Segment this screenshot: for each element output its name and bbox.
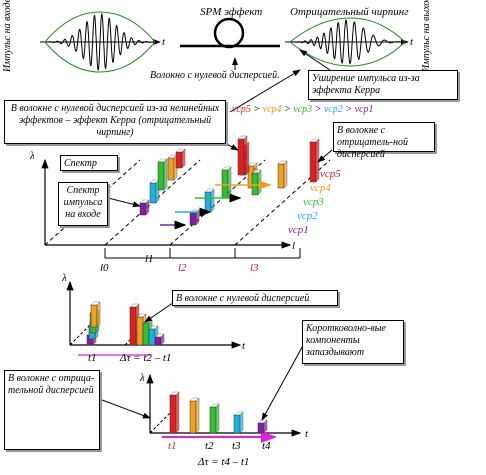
input-spectrum-label: Спектр импульса на входе — [58, 182, 108, 226]
input-pulse — [40, 11, 161, 73]
t3-low2: t3 — [232, 440, 241, 452]
t4-low2: t4 — [262, 440, 271, 452]
nu3-side: νср3 — [303, 196, 324, 208]
low2-bar-5 — [257, 419, 268, 434]
l-axis-label: l — [292, 240, 296, 252]
t-low1: t — [242, 340, 246, 352]
nu4-label: νср4 — [262, 104, 282, 115]
low1-output-bar-5 — [154, 333, 165, 346]
neg-disp-bars — [169, 391, 268, 434]
nu2-label: νср2 — [323, 104, 343, 115]
short-wave-delay-label: Коротковолно-вые компоненты запаздывают — [302, 320, 404, 364]
nu3-label: νср3 — [293, 104, 313, 115]
t-low2: t — [305, 428, 309, 440]
spectrum-bar-input-5 — [175, 148, 186, 169]
low1-input-bar-4 — [90, 301, 101, 328]
callout-zero-disp: В волокне с нулевой дисперсией из-за нел… — [4, 100, 226, 144]
spectrum-bar-input-3 — [157, 158, 168, 191]
kerr-broadening-box: Уширение импульса из-за эффекта Керра — [308, 70, 458, 100]
spectrum-bar-l2-2 — [204, 188, 215, 213]
fiber-zero-disp-label: Волокно с нулевой дисперсией. — [150, 70, 280, 81]
nu-order: νср5 > νср4 > νср3 > νср2 > νср1 — [232, 104, 374, 115]
spectrum-bar-input-1 — [139, 199, 150, 216]
zero-disp-bars — [86, 301, 165, 346]
spectrum-bar-l2-3 — [221, 166, 232, 199]
dt1-label: Δτ = t2 – t1 — [120, 352, 172, 364]
spectrum-bar-l3-red — [309, 138, 320, 183]
spectrum-bar-input-2 — [149, 179, 160, 204]
spectrum-label: Спектр — [60, 155, 118, 171]
low2-bar-3 — [209, 403, 220, 434]
output-pulse-label: Импульс на выходе — [421, 0, 432, 72]
arrow-kerr — [299, 49, 331, 71]
lambda-low1: λ — [62, 272, 67, 284]
arrow-callout-top — [229, 69, 301, 113]
output-pulse — [285, 17, 409, 67]
t1-low2: t1 — [168, 440, 177, 452]
spectrum-bar-l3-green — [251, 169, 262, 196]
t-top-2: t — [410, 36, 414, 48]
nu4-side: νср4 — [310, 182, 331, 194]
arrow-short-wave — [261, 341, 306, 421]
spectrum-bars — [139, 135, 320, 226]
spectrum-bar-l3-orange — [277, 160, 288, 189]
fiber-ring — [180, 17, 280, 49]
input-pulse-label: Импульс на входе — [2, 0, 13, 72]
spm-label: SPM эффект — [200, 6, 263, 18]
l1-label: l1 — [145, 253, 154, 265]
nu2-side: νср2 — [297, 210, 318, 222]
lambda-axis-label: λ — [30, 150, 35, 162]
dt2-label: Δτ = t4 – t1 — [198, 456, 250, 468]
arrow-callout-neg — [317, 149, 333, 163]
nu1-label: νср1 — [354, 104, 374, 115]
l0-label: l0 — [100, 262, 109, 274]
lambda-low2: λ — [140, 372, 145, 384]
nu5-label: νср5 — [232, 104, 251, 115]
spectrum-bar-input-4 — [167, 154, 178, 181]
spectrum-bar-l2-red-tall — [237, 135, 248, 176]
nu1-side: νср1 — [288, 224, 309, 236]
nu5-side: νср5 — [320, 168, 341, 180]
negative-chirp-label: Отрицательный чирпинг — [290, 6, 409, 18]
low2-bar-2 — [189, 397, 200, 434]
arrow-neg-disp — [101, 399, 151, 419]
zero-disp-label: В волокне с нулевой дисперсией — [172, 290, 338, 306]
callout-negative-disp: В волокне с отрицатель-ной дисперсией — [333, 122, 435, 160]
l3-label: l3 — [250, 262, 259, 274]
low2-bar-1 — [169, 391, 180, 434]
t2-low2: t2 — [205, 440, 214, 452]
t-top-1: t — [162, 36, 166, 48]
l2-label: l2 — [178, 262, 187, 274]
negative-disp-label: В волокне с отрица-тельной дисперсией — [4, 370, 100, 450]
t1-low1: t1 — [88, 352, 97, 364]
low2-bar-4 — [233, 411, 244, 434]
